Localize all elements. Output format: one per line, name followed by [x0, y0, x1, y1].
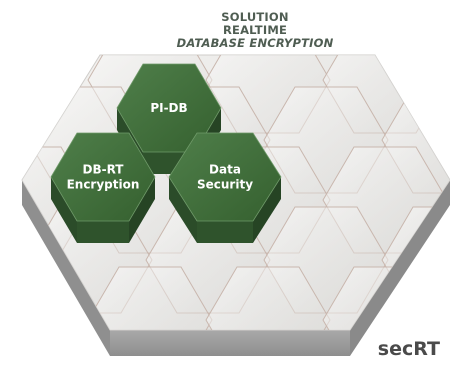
title-line-solution: SOLUTION	[221, 10, 289, 24]
title-line-database-encryption: DATABASE ENCRYPTION	[176, 36, 334, 50]
module-side-face	[129, 177, 155, 243]
title-line-realtime: REALTIME	[222, 23, 288, 37]
module-top-face	[168, 132, 282, 222]
module-side-face	[77, 221, 129, 243]
module-top-face	[116, 63, 222, 153]
platform-side-left	[22, 180, 110, 356]
platform-side	[22, 180, 450, 356]
platform-side-right	[350, 180, 450, 356]
platform-side-front	[110, 330, 350, 356]
module-top-face	[50, 132, 156, 222]
module-side-face	[51, 177, 77, 243]
module-side-face	[253, 177, 281, 243]
module-label: PI-DB	[150, 101, 187, 115]
module-side-face	[169, 177, 197, 243]
platform-label: secRT	[378, 338, 440, 360]
module-side-face	[197, 221, 253, 243]
